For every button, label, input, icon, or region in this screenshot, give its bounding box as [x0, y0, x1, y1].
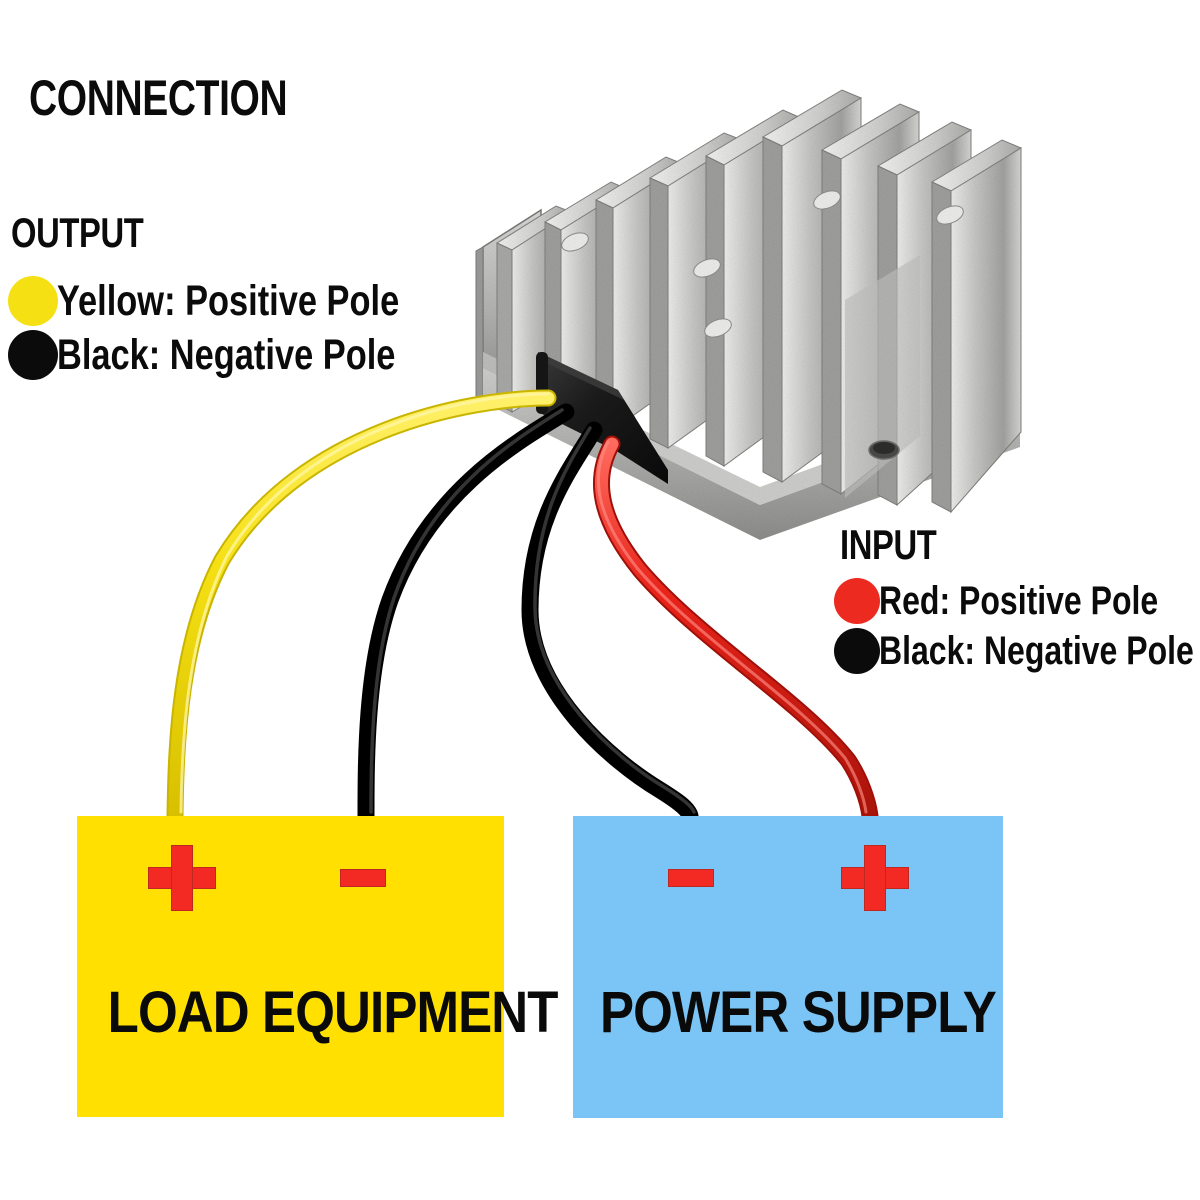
load-equipment-label: LOAD EQUIPMENT: [107, 980, 559, 1045]
red-dot-icon: [834, 578, 880, 624]
black-input-negative-wire: [521, 421, 699, 825]
load-equipment-box: LOAD EQUIPMENT: [77, 816, 559, 1117]
output-legend-item-black: Black: Negative Pole: [8, 330, 480, 380]
output-legend-heading: OUTPUT: [11, 209, 144, 256]
output-legend-label-yellow: Yellow: Positive Pole: [57, 276, 400, 325]
converter-heatsink: [475, 89, 1023, 540]
red-input-positive-wire: [595, 437, 877, 823]
black-output-negative-wire: [357, 403, 575, 825]
input-legend-item-red: Red: Positive Pole: [834, 578, 1200, 624]
black-dot-icon: [834, 628, 880, 674]
page-title: CONNECTION: [29, 70, 288, 126]
yellow-dot-icon: [8, 276, 58, 326]
power-supply-label: POWER SUPPLY: [599, 980, 997, 1045]
input-legend-label-black: Black: Negative Pole: [879, 629, 1194, 673]
power-supply-box: POWER SUPPLY: [573, 816, 1003, 1118]
output-legend-label-black: Black: Negative Pole: [57, 330, 396, 379]
load-positive-terminal-icon: [148, 845, 216, 911]
input-legend-heading: INPUT: [840, 521, 937, 568]
input-legend-item-black: Black: Negative Pole: [834, 628, 1200, 674]
cable-grommet: [536, 352, 668, 484]
black-dot-icon: [8, 330, 58, 380]
input-legend-label-red: Red: Positive Pole: [879, 579, 1159, 623]
output-legend-item-yellow: Yellow: Positive Pole: [8, 276, 485, 326]
yellow-output-positive-wire: [168, 391, 555, 823]
power-positive-terminal-icon: [841, 845, 909, 911]
load-negative-terminal-icon: [340, 869, 386, 887]
power-negative-terminal-icon: [668, 869, 714, 887]
